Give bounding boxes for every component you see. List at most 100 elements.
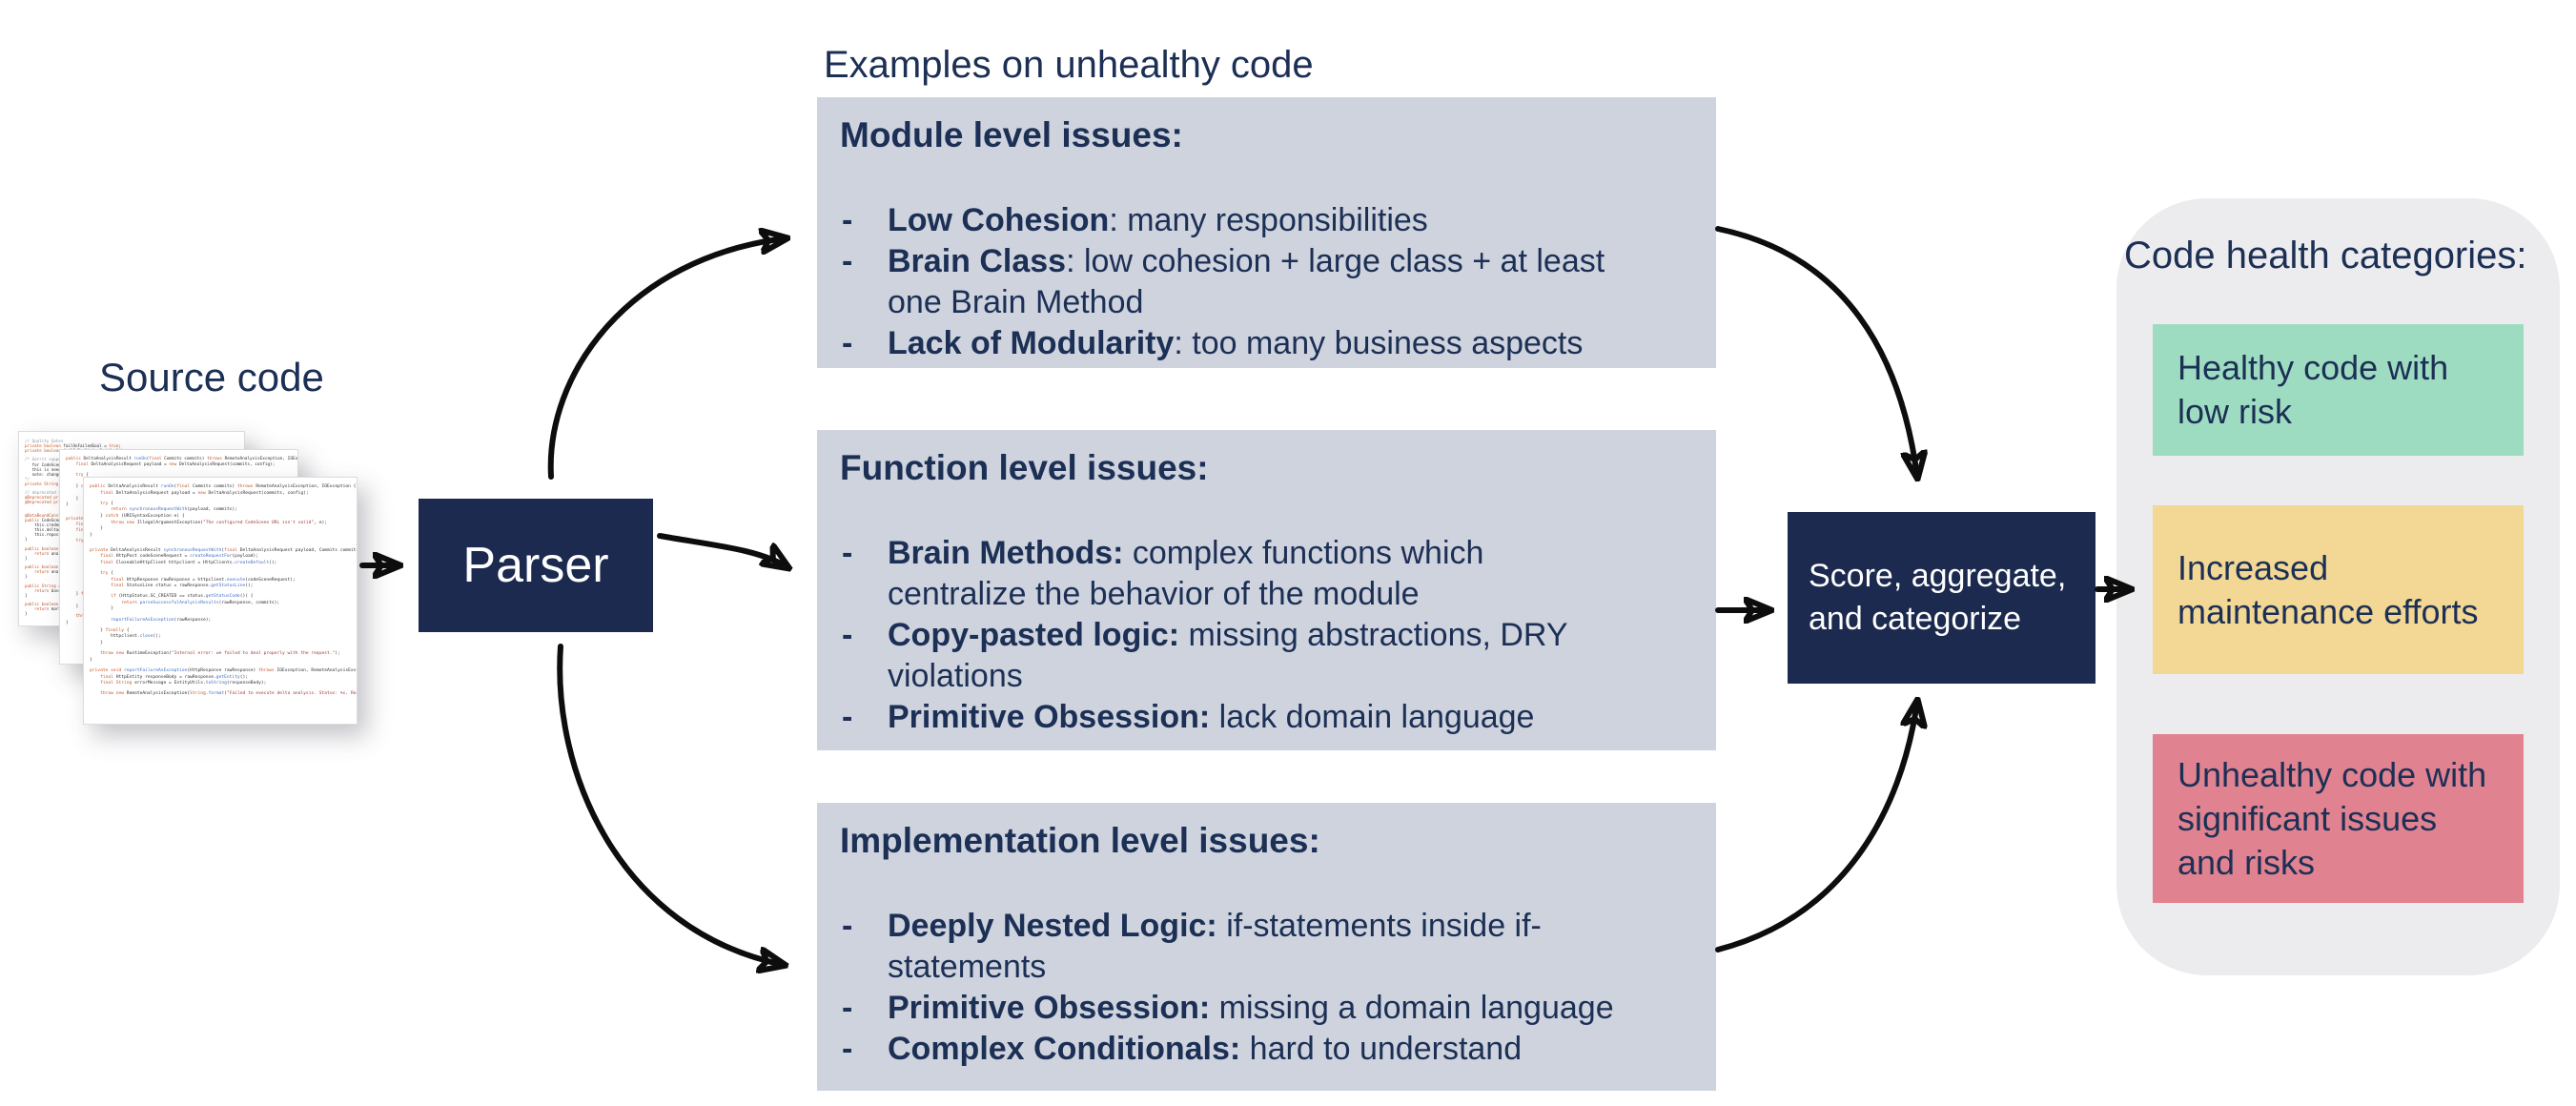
score-label: Score, aggregate, and categorize <box>1809 558 2067 637</box>
bullet-dash: - <box>842 990 853 1026</box>
category-unhealthy-label: Unhealthy code with significant issues a… <box>2177 754 2487 882</box>
code-line: final DeltaAnalysisRequest payload = new… <box>75 462 276 468</box>
code-line: } <box>66 620 69 625</box>
category-increased-maintenance-label: Increased maintenance efforts <box>2177 547 2479 631</box>
bullet-dash: - <box>842 535 853 571</box>
code-line: } <box>90 606 113 612</box>
arrow-module-to-score <box>1715 226 1917 477</box>
bullet-item: -Primitive Obsession: missing a domain l… <box>838 988 1689 1029</box>
category-healthy-label: Healthy code with low risk <box>2177 348 2449 431</box>
bullet-text: Primitive Obsession: missing a domain la… <box>888 990 1614 1026</box>
bullet-dash: - <box>842 908 853 944</box>
bullet-text: Lack of Modularity: too many business as… <box>888 325 1584 361</box>
bullet-dash: - <box>842 202 853 238</box>
bullet-dash: - <box>842 1031 853 1067</box>
arrow-implementation-to-score <box>1715 702 1917 952</box>
code-line: return parseSuccessfulAnalysisResults(ra… <box>121 600 280 605</box>
code-line: // Quality Gates <box>25 439 64 443</box>
code-health-panel: Code health categories: Healthy code wit… <box>2116 198 2560 975</box>
code-line: } <box>66 502 69 507</box>
code-line: public DeltaAnalysisResult runOn(final C… <box>90 484 357 489</box>
code-line: final CloseableHttpClient httpclient = H… <box>100 560 277 565</box>
code-line: private DeltaAnalysisResult synchronousR… <box>90 547 358 553</box>
source-code-label: Source code <box>99 355 324 399</box>
bullet-item: -Deeply Nested Logic: if-statements insi… <box>838 906 1689 988</box>
code-line: try { <box>75 472 89 478</box>
code-line: final HttpResponse rawResponse = httpcli… <box>111 577 296 583</box>
code-line: } finally { <box>90 627 130 633</box>
module-issues-box: Module level issues: -Low Cohesion: many… <box>817 97 1716 368</box>
code-health-title: Code health categories: <box>2124 235 2527 276</box>
category-healthy: Healthy code with low risk <box>2153 324 2524 456</box>
code-line: } catch (URISyntaxException e) { <box>90 513 185 519</box>
code-line: try { <box>100 501 113 506</box>
parser-label: Parser <box>462 538 609 593</box>
code-line: final DeltaAnalysisRequest payload = new… <box>100 490 309 496</box>
code-line: final HttpEntity responseBody = rawRespo… <box>100 674 249 680</box>
arrow-parser-to-module <box>547 238 786 480</box>
function-issues-box: Function level issues: -Brain Methods: c… <box>817 430 1716 750</box>
code-line: final StatusLine status = rawResponse.ge… <box>111 584 254 589</box>
code-line: */ <box>25 476 31 481</box>
bullet-item: -Primitive Obsession: lack domain langua… <box>838 697 1689 738</box>
bullet-text: Complex Conditionals: hard to understand <box>888 1031 1523 1067</box>
function-issues-title: Function level issues: <box>840 448 1209 487</box>
bullet-text: Primitive Obsession: lack domain languag… <box>888 699 1535 735</box>
code-line: @DataBoundConstructor <box>25 512 75 518</box>
category-unhealthy: Unhealthy code with significant issues a… <box>2153 734 2524 903</box>
examples-title: Examples on unhealthy code <box>824 44 1314 86</box>
bullet-dash: - <box>842 699 853 735</box>
code-line: } <box>25 574 28 580</box>
bullet-text: Copy-pasted logic: missing abstractions,… <box>888 617 1568 694</box>
code-line: } <box>25 592 28 598</box>
code-line: } <box>90 532 92 538</box>
bullet-dash: - <box>842 243 853 279</box>
bullet-item: -Brain Methods: complex functions which … <box>838 533 1689 615</box>
code-line: try { <box>100 570 113 576</box>
function-bullet-list: -Brain Methods: complex functions which … <box>838 533 1689 738</box>
implementation-bullet-list: -Deeply Nested Logic: if-statements insi… <box>838 906 1689 1070</box>
code-line: private void reportFailureAsException(Ht… <box>90 668 357 673</box>
implementation-issues-title: Implementation level issues: <box>840 821 1320 860</box>
bullet-item: -Lack of Modularity: too many business a… <box>838 323 1689 364</box>
code-line: final String errorMessage = EntityUtils.… <box>100 681 267 686</box>
code-line: reportFailureAsException(rawResponse); <box>111 617 212 623</box>
parser-box: Parser <box>419 499 653 632</box>
bullet-dash: - <box>842 617 853 653</box>
arrow-parser-to-function <box>657 533 787 567</box>
code-line: } <box>90 641 103 646</box>
code-line: } <box>90 526 103 532</box>
code-line: if (HttpStatus.SC_CREATED == status.getS… <box>111 594 254 600</box>
bullet-item: -Complex Conditionals: hard to understan… <box>838 1029 1689 1070</box>
code-line: throw new RuntimeException("Internal err… <box>100 651 340 657</box>
code-line: throw new IllegalArgumentException("The … <box>111 520 328 525</box>
code-line: throw new RemoteAnalysisException(String… <box>100 691 357 697</box>
bullet-item: -Low Cohesion: many responsibilities <box>838 200 1689 241</box>
implementation-issues-box: Implementation level issues: -Deeply Nes… <box>817 803 1716 1091</box>
code-line: final HttpPost codeSceneRequest = create… <box>100 554 259 560</box>
bullet-text: Brain Class: low cohesion + large class … <box>888 243 1605 320</box>
bullet-text: Deeply Nested Logic: if-statements insid… <box>888 908 1542 985</box>
bullet-item: -Brain Class: low cohesion + large class… <box>838 241 1689 323</box>
bullet-text: Low Cohesion: many responsibilities <box>888 202 1428 238</box>
code-line: httpclient.close(); <box>90 634 161 640</box>
code-page-front: public DeltaAnalysisResult runOn(final C… <box>83 477 358 725</box>
code-line: } <box>25 555 28 561</box>
code-line: public DeltaAnalysisResult runOn(final C… <box>66 457 298 461</box>
module-bullet-list: -Low Cohesion: many responsibilities-Bra… <box>838 200 1689 364</box>
category-increased-maintenance: Increased maintenance efforts <box>2153 505 2524 674</box>
code-line: return synchronousRequestWith(payload, c… <box>111 507 237 513</box>
module-issues-title: Module level issues: <box>840 115 1183 154</box>
bullet-item: -Copy-pasted logic: missing abstractions… <box>838 615 1689 697</box>
code-line: /* Gerrit support <box>25 457 66 462</box>
arrow-parser-to-implementation <box>557 644 784 965</box>
code-line: } <box>90 657 92 663</box>
code-line: } <box>25 537 28 543</box>
code-line: } <box>25 611 28 617</box>
bullet-dash: - <box>842 325 853 361</box>
code-line: } <box>66 604 79 609</box>
bullet-text: Brain Methods: complex functions which c… <box>888 535 1484 612</box>
score-box: Score, aggregate, and categorize <box>1788 512 2096 684</box>
code-line: } <box>66 496 79 502</box>
